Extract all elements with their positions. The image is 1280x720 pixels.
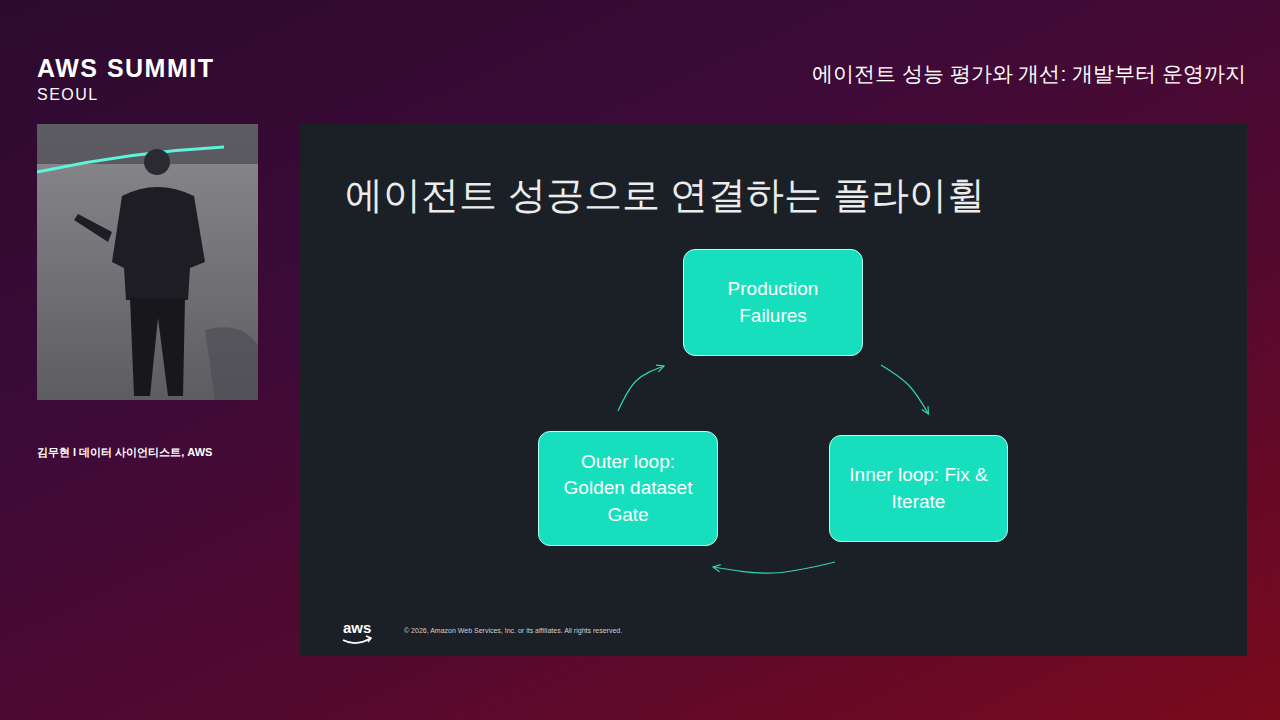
box-label: Production Failures bbox=[700, 276, 846, 328]
aws-smile bbox=[343, 638, 371, 643]
process-box: Inner loop: Fix & Iterate bbox=[829, 435, 1008, 542]
cycle-arrow bbox=[713, 562, 835, 573]
aws-logo: aws bbox=[343, 619, 371, 636]
cycle-arrow bbox=[881, 365, 929, 414]
process-box: Outer loop: Golden dataset Gate bbox=[538, 431, 718, 546]
slide-panel bbox=[300, 124, 1247, 656]
speaker-photo bbox=[37, 124, 258, 400]
slide-title: 에이전트 성공으로 연결하는 플라이휠 bbox=[345, 170, 985, 221]
copyright-note: © 2026, Amazon Web Services, Inc. or its… bbox=[404, 627, 622, 634]
speaker-name: 김무현 I 데이터 사이언티스트, AWS bbox=[37, 445, 212, 460]
box-label: Outer loop: Golden dataset Gate bbox=[555, 449, 701, 528]
box-label: Inner loop: Fix & Iterate bbox=[846, 462, 991, 514]
event-logo: AWS SUMMIT bbox=[37, 54, 215, 83]
event-city: SEOUL bbox=[37, 86, 99, 104]
cycle-arrow bbox=[618, 366, 664, 411]
aws-smile-tip bbox=[366, 636, 371, 642]
process-box: Production Failures bbox=[683, 249, 863, 356]
session-title: 에이전트 성능 평가와 개선: 개발부터 운영까지 bbox=[812, 60, 1246, 88]
